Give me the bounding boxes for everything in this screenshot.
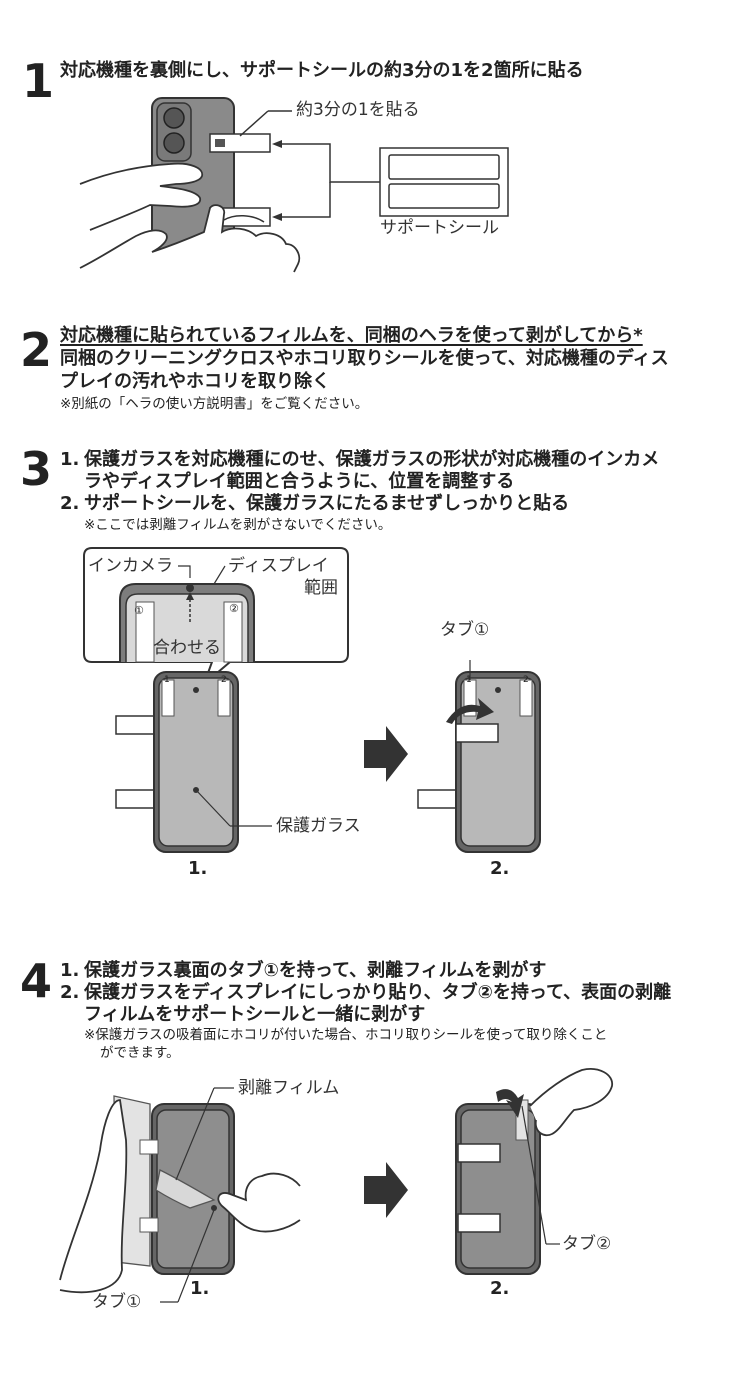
step4-fig2-label: 2. <box>490 1278 510 1299</box>
label-display-1: ディスプレイ <box>228 556 329 576</box>
step4-item1-line1: 保護ガラス裏面のタブ①を持って、剥離フィルムを剥がす <box>84 960 547 981</box>
step4-note-line1: ※保護ガラスの吸着面にホコリが付いた場合、ホコリ取りシールを使って取り除くこと <box>84 1027 608 1043</box>
label-in-camera: インカメラ <box>88 556 173 576</box>
small-marker-1: 1 <box>164 675 170 685</box>
step3-item2-line1: サポートシールを、保護ガラスにたるませずしっかりと貼る <box>84 493 570 514</box>
step1-title: 対応機種を裏側にし、サポートシールの約3分の1を2箇所に貼る <box>60 60 584 81</box>
step3-fig1-label: 1. <box>188 858 208 879</box>
small-marker-1b: 1 <box>466 675 472 685</box>
step4-item1-num: 1. <box>60 960 80 981</box>
step3-fig2-label: 2. <box>490 858 510 879</box>
label-align: 合わせる <box>153 638 221 658</box>
step3-item1-num: 1. <box>60 449 80 470</box>
step3-item2-num: 2. <box>60 493 80 514</box>
step3-item1-line1: 保護ガラスを対応機種にのせ、保護ガラスの形状が対応機種のインカメ <box>84 449 660 470</box>
step3-number: 3 <box>20 442 53 496</box>
support-seal-label: サポートシール <box>380 218 499 238</box>
step1-number: 1 <box>22 54 55 108</box>
step3-illustration <box>83 547 541 853</box>
step3-item1-line2: ラやディスプレイ範囲と合うように、位置を調整する <box>84 471 515 492</box>
step4-item2-line2: フィルムをサポートシールと一緒に剥がす <box>84 1004 426 1025</box>
step2-line1: 対応機種に貼られているフィルムを、同梱のヘラを使って剥がしてから* <box>60 325 643 346</box>
marker-2: ② <box>229 602 239 615</box>
step1-callout-label: 約3分の1を貼る <box>296 100 420 120</box>
step4-item2-num: 2. <box>60 982 80 1003</box>
label-protective-glass: 保護ガラス <box>276 816 361 836</box>
label-release-film: 剥離フィルム <box>238 1078 340 1098</box>
step2-line2: 同梱のクリーニングクロスやホコリ取りシールを使って、対応機種のディス <box>60 348 669 369</box>
small-marker-2: 2 <box>221 675 227 685</box>
step2-line3: プレイの汚れやホコリを取り除く <box>60 371 330 392</box>
label-tab1-step3: タブ① <box>440 620 490 640</box>
label-tab2: タブ② <box>562 1234 612 1254</box>
step1-illustration <box>79 97 509 273</box>
step4-item2-line1: 保護ガラスをディスプレイにしっかり貼り、タブ②を持って、表面の剥離 <box>84 982 672 1003</box>
step4-note-line2: ができます。 <box>100 1045 180 1061</box>
marker-1: ① <box>134 604 144 617</box>
step4-number: 4 <box>20 954 53 1008</box>
step2-number: 2 <box>20 323 53 377</box>
label-display-2: 範囲 <box>304 578 338 598</box>
small-marker-2b: 2 <box>523 675 529 685</box>
step4-fig1-label: 1. <box>190 1278 210 1299</box>
step3-note: ※ここでは剥離フィルムを剥がさないでください。 <box>84 517 392 533</box>
label-tab1-step4: タブ① <box>92 1292 142 1312</box>
step2-note: ※別紙の「ヘラの使い方説明書」をご覧ください。 <box>60 396 369 412</box>
